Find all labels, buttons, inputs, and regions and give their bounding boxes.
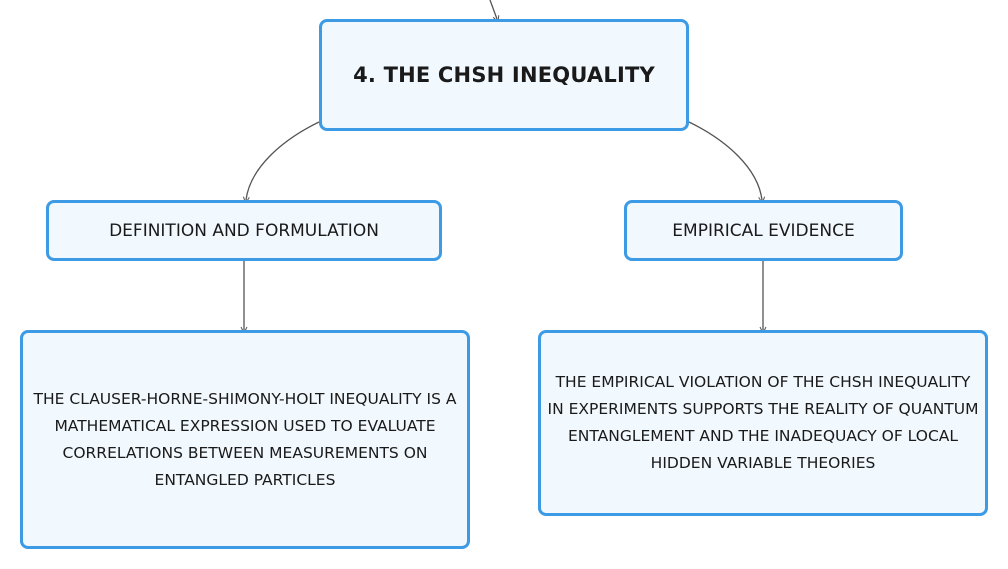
- incoming-connector: [489, 0, 497, 19]
- definition-node[interactable]: DEFINITION AND FORMULATION: [46, 200, 442, 261]
- title-text: 4. THE CHSH INEQUALITY: [353, 63, 655, 87]
- evidence-detail-text: THE EMPIRICAL VIOLATION OF THE CHSH INEQ…: [547, 373, 979, 472]
- evidence-label: EMPIRICAL EVIDENCE: [672, 220, 855, 241]
- connector-title-to-evidence: [688, 121, 762, 200]
- connector-title-to-definition: [246, 121, 320, 200]
- definition-label: DEFINITION AND FORMULATION: [109, 220, 379, 241]
- evidence-node[interactable]: EMPIRICAL EVIDENCE: [624, 200, 903, 261]
- definition-detail-text: THE CLAUSER-HORNE-SHIMONY-HOLT INEQUALIT…: [33, 389, 457, 489]
- evidence-detail-node[interactable]: THE EMPIRICAL VIOLATION OF THE CHSH INEQ…: [538, 330, 988, 516]
- title-node[interactable]: 4. THE CHSH INEQUALITY: [319, 19, 689, 131]
- definition-detail-node[interactable]: THE CLAUSER-HORNE-SHIMONY-HOLT INEQUALIT…: [20, 330, 470, 549]
